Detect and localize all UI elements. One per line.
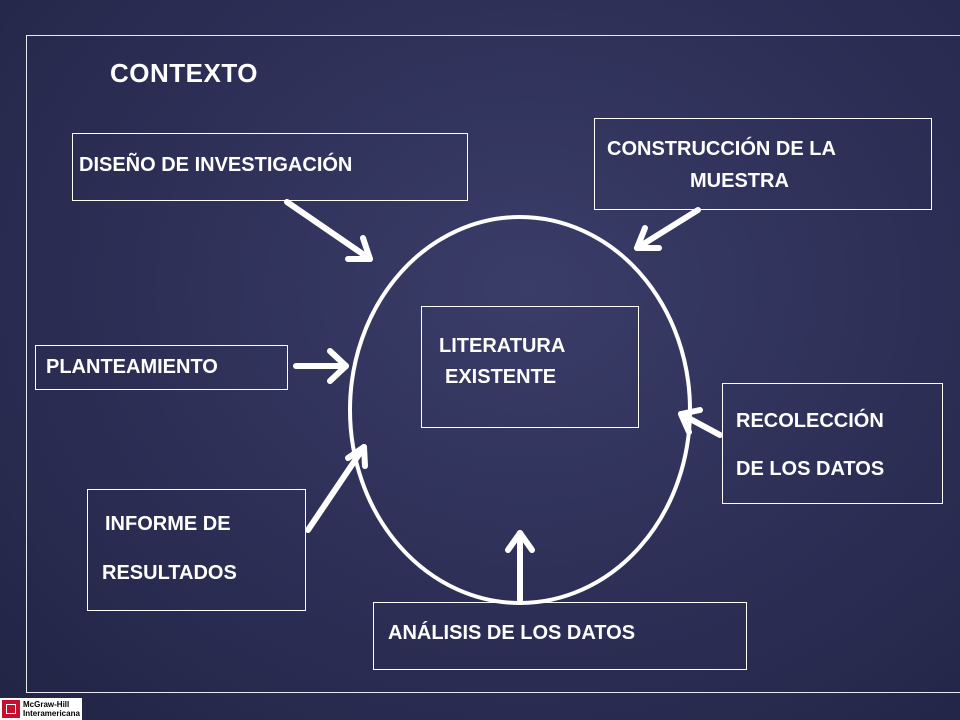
- arrow-analisis: [505, 530, 535, 603]
- center-literatura-box: LITERATURA EXISTENTE: [421, 306, 639, 428]
- planteamiento-box: PLANTEAMIENTO: [35, 345, 288, 390]
- informe-line-2: RESULTADOS: [102, 562, 237, 584]
- diseno-label: DISEÑO DE INVESTIGACIÓN: [79, 154, 353, 176]
- slide-frame: [26, 35, 960, 693]
- logo-line-1: McGraw-Hill: [23, 700, 70, 709]
- analisis-box: ANÁLISIS DE LOS DATOS: [373, 602, 747, 670]
- construccion-line-2: MUESTRA: [690, 170, 789, 192]
- recoleccion-box: RECOLECCIÓN DE LOS DATOS: [722, 383, 943, 504]
- diagram-title: CONTEXTO: [110, 58, 258, 88]
- arrow-informe: [305, 444, 368, 533]
- arrow-recoleccion: [678, 407, 723, 438]
- arrow-diseno: [284, 199, 373, 262]
- construccion-box: CONSTRUCCIÓN DE LA MUESTRA: [594, 118, 932, 210]
- mcgraw-hill-logo-icon: [2, 700, 20, 718]
- recoleccion-line-1: RECOLECCIÓN: [736, 410, 884, 432]
- arrow-planteamiento: [293, 348, 349, 384]
- center-line-1: LITERATURA: [439, 335, 566, 357]
- planteamiento-label: PLANTEAMIENTO: [46, 356, 218, 378]
- informe-line-1: INFORME DE: [105, 513, 231, 535]
- center-line-2: EXISTENTE: [445, 366, 557, 388]
- construccion-line-1: CONSTRUCCIÓN DE LA: [607, 138, 836, 160]
- logo-line-2: Interamericana: [23, 709, 80, 718]
- recoleccion-line-2: DE LOS DATOS: [736, 458, 885, 480]
- diseno-box: DISEÑO DE INVESTIGACIÓN: [72, 133, 468, 201]
- analisis-label: ANÁLISIS DE LOS DATOS: [388, 622, 636, 644]
- arrow-construccion: [634, 207, 701, 251]
- publisher-logo: McGraw-Hill Interamericana: [0, 698, 82, 720]
- informe-box: INFORME DE RESULTADOS: [87, 489, 306, 611]
